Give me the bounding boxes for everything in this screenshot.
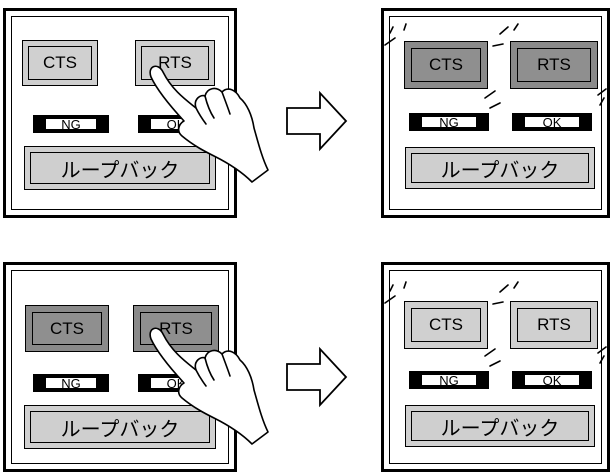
ng-label: NG — [421, 374, 477, 387]
ok-label: OK — [524, 374, 580, 387]
pointing-hand-icon — [149, 65, 269, 183]
ok-lamp: OK — [512, 113, 592, 131]
transition-arrow-icon — [286, 90, 348, 152]
ng-lamp: NG — [409, 113, 489, 131]
ng-label: NG — [45, 118, 97, 131]
loopback-button[interactable]: ループバック — [24, 146, 216, 190]
panel-inner-frame — [389, 16, 602, 210]
ng-lamp: NG — [409, 371, 489, 389]
ng-lamp: NG — [33, 115, 109, 133]
rts-label: RTS — [517, 308, 591, 342]
ok-lamp: OK — [512, 371, 592, 389]
ng-lamp: NG — [33, 374, 109, 392]
cts-button[interactable]: CTS — [404, 301, 488, 349]
cts-label: CTS — [411, 48, 481, 82]
loopback-button[interactable]: ループバック — [405, 147, 595, 189]
pointing-hand-icon — [149, 327, 269, 445]
ok-label: OK — [524, 116, 580, 129]
loopback-label: ループバック — [30, 152, 210, 184]
cts-button[interactable]: CTS — [25, 305, 109, 352]
rts-button[interactable]: RTS — [133, 305, 219, 352]
rts-button[interactable]: RTS — [510, 301, 598, 349]
cts-label: CTS — [32, 312, 102, 345]
panel-inner-frame — [389, 270, 602, 464]
loopback-label: ループバック — [30, 411, 210, 443]
flash-marks-icon — [384, 281, 607, 367]
cts-button[interactable]: CTS — [404, 41, 488, 89]
loopback-label: ループバック — [411, 153, 589, 183]
loopback-label: ループバック — [411, 411, 589, 441]
loopback-button[interactable]: ループバック — [405, 405, 595, 447]
ng-label: NG — [421, 116, 477, 129]
rts-label: RTS — [517, 48, 591, 82]
cts-label: CTS — [411, 308, 481, 342]
flash-marks-icon — [384, 23, 607, 109]
rts-button[interactable]: RTS — [135, 40, 215, 86]
cts-button[interactable]: CTS — [22, 40, 98, 86]
cts-label: CTS — [28, 46, 92, 80]
rts-button[interactable]: RTS — [510, 41, 598, 89]
ng-label: NG — [45, 377, 97, 390]
transition-arrow-icon — [286, 346, 348, 408]
loopback-button[interactable]: ループバック — [24, 405, 216, 449]
